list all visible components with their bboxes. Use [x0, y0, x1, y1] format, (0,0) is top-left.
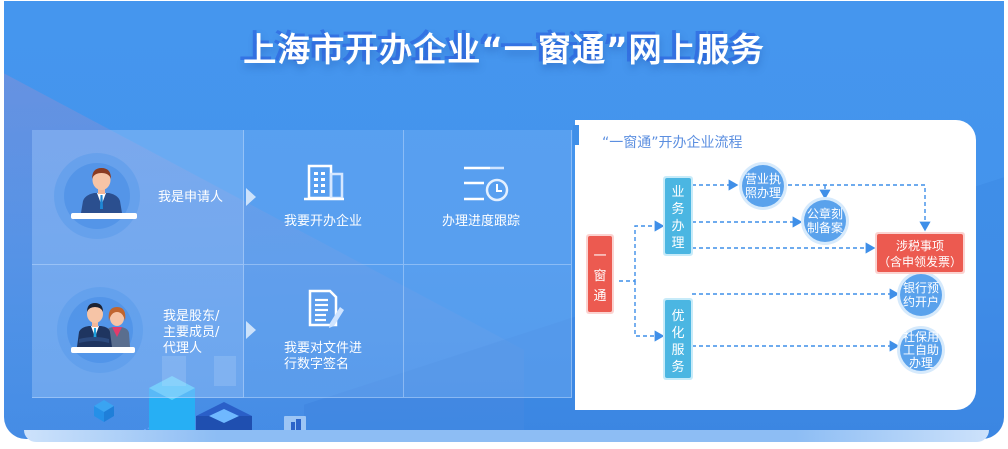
flow-node-business [663, 176, 693, 256]
flow-seal-line2: 制备案 [807, 220, 843, 235]
flow-node-optimize [663, 298, 693, 380]
flow-node-bank [897, 271, 945, 319]
flow-license-line2: 照办理 [745, 185, 781, 200]
avatar-applicant [54, 153, 140, 239]
service-label-digital-signature: 我要对文件进 行数字签名 [284, 341, 363, 372]
page-title: 上海市开办企业“一窗通”网上服务 [243, 30, 765, 69]
mini-building-icon [291, 419, 301, 430]
avatar-shareholder [57, 287, 143, 373]
flow-start-char-1: 一 [593, 249, 606, 264]
role-label-applicant: 我是申请人 [158, 190, 224, 205]
mini-building-chip [284, 416, 306, 432]
svg-text:务: 务 [671, 359, 684, 375]
service-label-progress-tracking: 办理进度跟踪 [442, 214, 521, 229]
flow-node-social [897, 326, 945, 374]
flow-tax-line2: （含申领发票） [878, 254, 962, 269]
svg-text:务: 务 [671, 201, 684, 217]
service-digital-signature[interactable]: 我要对文件进 行数字签名 [244, 265, 404, 398]
progress-clock-icon [464, 166, 509, 202]
flow-bank-line1: 银行预 [903, 281, 939, 295]
svg-text:办: 办 [671, 219, 684, 234]
building-icon [304, 164, 344, 201]
flow-title-accent [573, 125, 579, 145]
flow-node-license [739, 162, 787, 210]
svg-text:优: 优 [671, 309, 684, 324]
role-arrow-icon [246, 188, 256, 206]
service-label-start-business: 我要开办企业 [284, 214, 363, 229]
flow-license-line1: 营业执 [745, 172, 781, 186]
flow-node-tax [875, 232, 965, 274]
service-start-business[interactable]: 我要开办企业 [244, 130, 404, 265]
flow-diagram: 一 窗 通 业 务 办 理 优 化 服 务 营业执 照办理 公章刻 制备案 涉税… [586, 162, 965, 380]
role-label-shareholder: 我是股东/ 主要成员/ 代理人 [163, 309, 220, 356]
document-sign-icon [308, 289, 344, 328]
role-arrow-icon [246, 321, 256, 339]
flow-node-seal [801, 197, 849, 245]
service-progress-tracking[interactable]: 办理进度跟踪 [404, 130, 572, 265]
svg-text:理: 理 [671, 236, 684, 251]
flow-start-char-2: 窗 [593, 268, 606, 284]
single-man-avatar-icon [71, 168, 137, 219]
svg-text:化: 化 [671, 326, 684, 341]
svg-text:业: 业 [671, 185, 684, 200]
flow-bank-line2: 约开户 [903, 294, 939, 309]
flow-tax-line1: 涉税事项 [896, 239, 944, 253]
service-grid: 我是申请人 我要开办企业 办理进度跟踪 [32, 130, 572, 398]
svg-text:服: 服 [671, 343, 684, 358]
flow-social-line3: 办理 [909, 355, 933, 370]
flow-social-line1: 社保用 [903, 329, 939, 344]
flow-seal-line1: 公章刻 [807, 206, 843, 221]
man-woman-avatar-icon [71, 303, 135, 353]
role-applicant[interactable]: 我是申请人 [32, 130, 256, 265]
flow-start-char-3: 通 [593, 289, 606, 304]
empty-cell [404, 265, 572, 398]
isometric-cubes-decoration [94, 356, 252, 439]
role-shareholder[interactable]: 我是股东/ 主要成员/ 代理人 [32, 265, 256, 398]
frame-shadow [24, 430, 989, 442]
flow-panel: “一窗通”开办企业流程 [575, 120, 976, 410]
flow-title: “一窗通”开办企业流程 [602, 135, 743, 151]
flow-social-line2: 工自助 [903, 343, 939, 357]
flow-node-start [586, 234, 614, 314]
